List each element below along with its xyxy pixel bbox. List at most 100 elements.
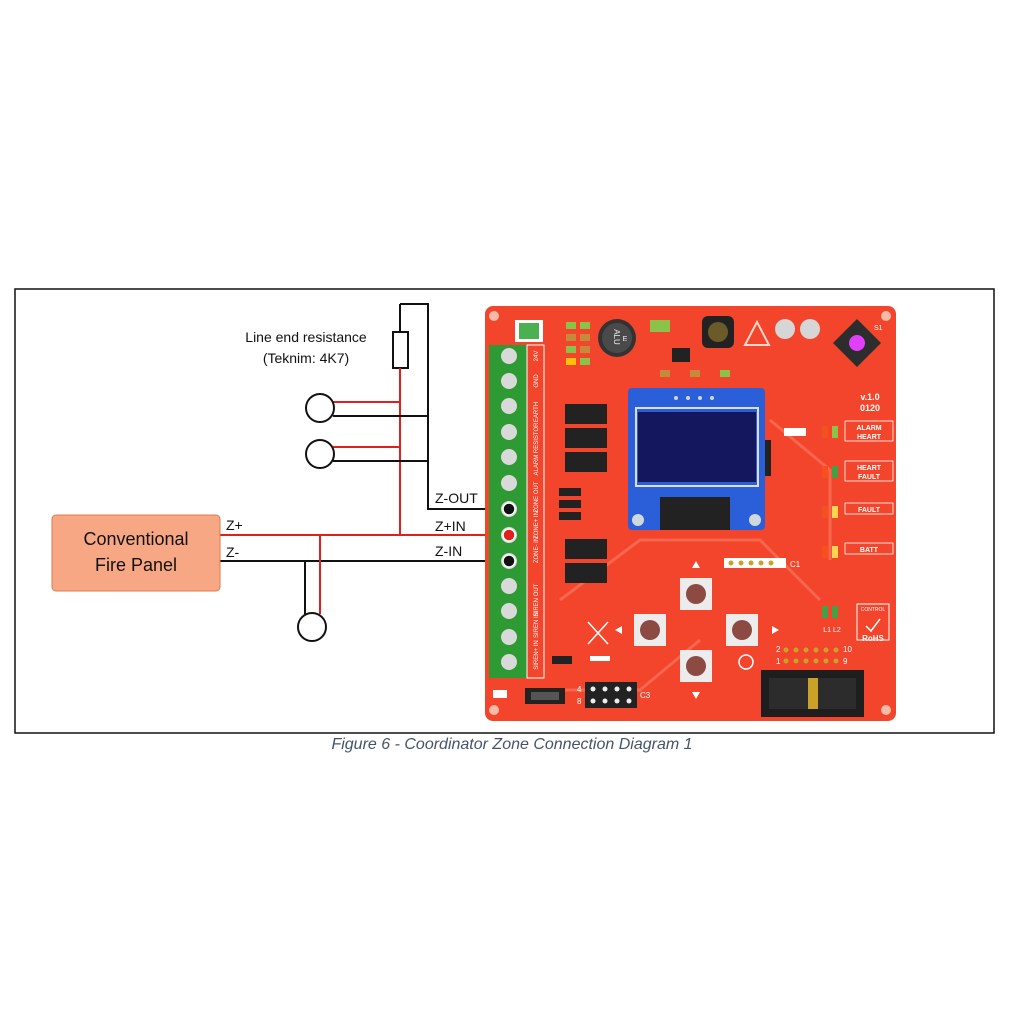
pin [783,658,789,664]
pin [833,647,839,653]
relay [565,539,607,559]
mount-hole [489,311,499,321]
pin [803,658,809,664]
c3-label: C3 [640,691,651,700]
diode [559,488,581,496]
pin [823,647,829,653]
smd-resistor [580,322,590,329]
rohs-label: RoHS [862,634,884,643]
terminal-label: 24V [534,351,540,362]
pcb-trace [769,418,832,560]
smd-capacitor [580,334,590,341]
led-label: FAULT [858,474,881,481]
terminal-label: ZONE+ IN [534,511,540,539]
terminal-label: EARTH [534,402,540,422]
pb-free-icon [738,654,754,670]
ic-chip [672,348,690,362]
arrow-left-icon [615,626,622,634]
c3-pins [590,686,632,704]
hdr-left-bot: 1 [776,657,781,666]
terminal-connection-dot [502,502,516,516]
hdr-right-bot: 9 [843,657,848,666]
c1-label: C1 [790,560,801,569]
terminal-connection-dot [502,528,516,542]
smd-part [493,690,507,698]
terminal-label: ALARM RESISTOR [534,422,540,476]
pin [626,698,632,704]
relay-cluster [559,404,607,583]
terminal-screw [501,398,517,414]
resistor-note: (Teknim: 4K7) [263,350,349,366]
smd-resistor [720,370,730,377]
prog-left-top: 4 [577,685,582,694]
terminal-screw [501,449,517,465]
terminal-screw [501,654,517,670]
pin [614,698,620,704]
button-right-cap [732,620,752,640]
pin [602,698,608,704]
usb-port [531,692,559,700]
oled-screw [632,514,644,526]
prog-left-bot: 8 [577,697,582,706]
button-up-cap [686,584,706,604]
zminus-label: Z- [226,544,240,560]
zplus-label: Z+ [226,517,243,533]
c1-pins [728,560,774,566]
buzzer-center [849,335,865,351]
oled-screw [749,514,761,526]
rohs-box [856,603,890,641]
button-down-cap [686,656,706,676]
button-left-cap [640,620,660,640]
version-code: 0120 [860,403,880,413]
smd-part [552,656,572,664]
c3-connector [585,682,637,708]
oled-bezel [635,407,759,487]
smd-resistor [566,322,576,329]
smd-capacitor [566,334,576,341]
led-heart-2 [832,466,838,478]
led-label-box [844,420,894,442]
smd-resistor [566,358,576,365]
terminal-screw [501,578,517,594]
smd-capacitor [690,370,700,377]
relay [565,404,607,424]
terminal-screw [501,603,517,619]
relay [565,563,607,583]
fire-panel-line2: Fire Panel [95,555,177,575]
oled-ribbon [660,497,730,530]
led-label: ALARM [856,425,881,432]
cap-text2: E [623,336,628,343]
pin [728,560,734,566]
pin [803,647,809,653]
pin [602,686,608,692]
mount-hole [881,705,891,715]
resistor-label: Line end resistance [245,329,367,345]
hdr-left-top: 2 [776,645,781,654]
terminal-screw [501,475,517,491]
detector-2 [305,439,335,469]
fire-panel-box [51,514,221,592]
pin [590,686,596,692]
smd-component [650,320,670,332]
terminal-label: SIREN OUT [534,583,540,616]
led-batt [822,546,828,558]
led-label: HEART [857,434,882,441]
pin [748,560,754,566]
smd-resistor [566,346,576,353]
led-alarm [822,426,828,438]
diode [559,500,581,508]
pin [813,658,819,664]
led-heart [822,466,828,478]
diode [559,512,581,520]
zout-label: Z-OUT [435,490,478,506]
relay [565,452,607,472]
fire-panel-line1: Conventional [83,529,188,549]
fuse-body [519,323,539,339]
terminal-label: GND [534,374,540,388]
led-alarm-2 [832,426,838,438]
header-pins [783,647,839,664]
weee-icon [587,621,609,645]
pin [738,560,744,566]
